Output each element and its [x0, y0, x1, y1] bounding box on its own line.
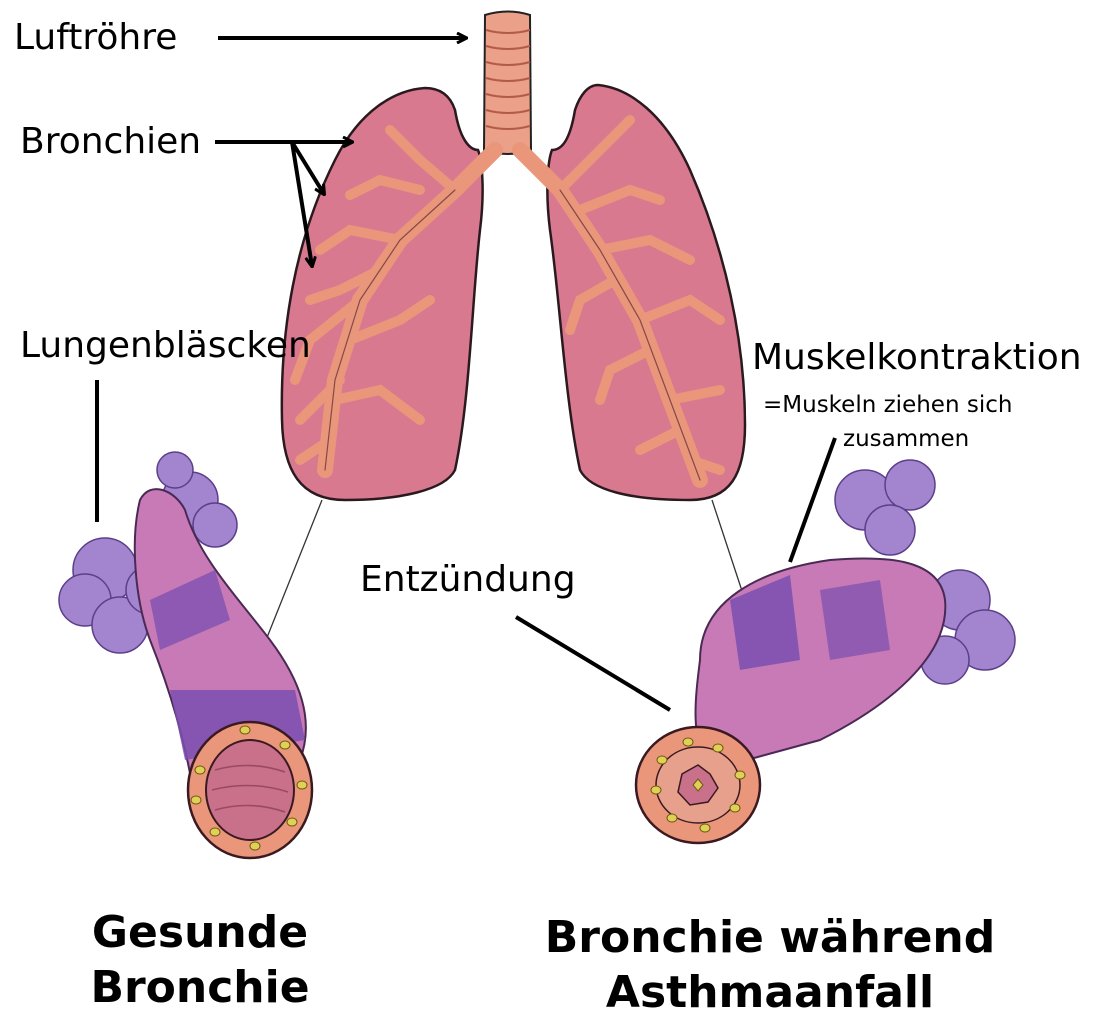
right-lung-drawing [547, 85, 745, 500]
left-lung-drawing [282, 88, 483, 500]
asthma-bronchus-drawing [636, 460, 1015, 843]
muscle-pointer-line [790, 438, 835, 562]
healthy-bronchus-caption: Gesunde Bronchie [50, 905, 350, 1010]
healthy-caption-line1: Gesunde [50, 905, 350, 960]
asthma-caption-line2: Asthmaanfall [520, 965, 1020, 1010]
muscle-explanation-line1: =Muskeln ziehen sich [763, 394, 1012, 417]
muscle-contraction-label: Muskelkontraktion [752, 340, 1082, 376]
inflammation-label: Entzündung [360, 562, 576, 598]
trachea-drawing [484, 12, 531, 155]
asthma-caption-line1: Bronchie während [520, 910, 1020, 965]
inflammation-pointer-line [516, 617, 670, 710]
muscle-explanation-line2: zusammen [843, 428, 969, 451]
bronchi-label: Bronchien [20, 124, 201, 160]
healthy-caption-line2: Bronchie [50, 960, 350, 1010]
alveoli-label: Lungenbläscken [20, 328, 311, 364]
trachea-label: Luftröhre [14, 20, 177, 56]
asthma-bronchus-caption: Bronchie während Asthmaanfall [520, 910, 1020, 1010]
